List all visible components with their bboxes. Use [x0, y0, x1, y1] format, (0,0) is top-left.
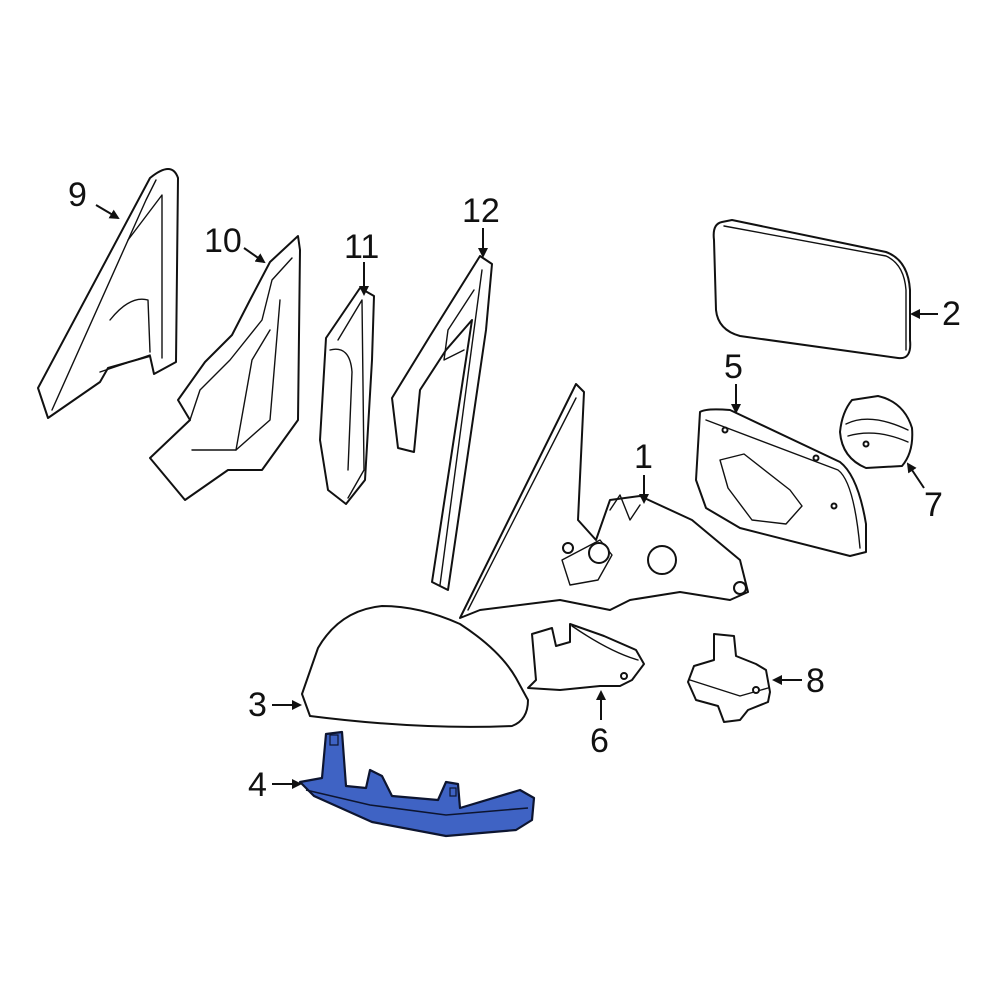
part-3-mirror-cover[interactable]	[301, 605, 529, 728]
part-12-seal[interactable]	[391, 255, 493, 591]
callout-5: 5	[724, 348, 743, 386]
part-1-mirror-base[interactable]	[459, 383, 749, 619]
callout-12: 12	[462, 192, 500, 230]
callout-6: 6	[590, 722, 609, 760]
callout-4: 4	[248, 766, 267, 804]
callout-3: 3	[248, 686, 267, 724]
callout-10: 10	[204, 222, 242, 260]
leader-lines	[95, 204, 938, 789]
part-5-backing-plate[interactable]	[695, 408, 867, 557]
part-6-bracket[interactable]	[527, 623, 645, 691]
part-2-mirror-glass[interactable]	[712, 219, 912, 360]
callout-1: 1	[634, 438, 653, 476]
part-4-lower-trim-highlighted[interactable]	[298, 730, 536, 838]
callout-2: 2	[942, 295, 961, 333]
callout-8: 8	[806, 662, 825, 700]
callout-7: 7	[924, 486, 943, 524]
part-7-motor[interactable]	[839, 395, 914, 469]
callout-9: 9	[68, 176, 87, 214]
part-9-trim-triangle[interactable]	[37, 168, 179, 419]
part-11-trim-strip[interactable]	[319, 287, 375, 505]
callout-11: 11	[344, 228, 380, 266]
part-8-connector[interactable]	[687, 633, 771, 723]
part-10-trim-panel[interactable]	[149, 235, 301, 501]
